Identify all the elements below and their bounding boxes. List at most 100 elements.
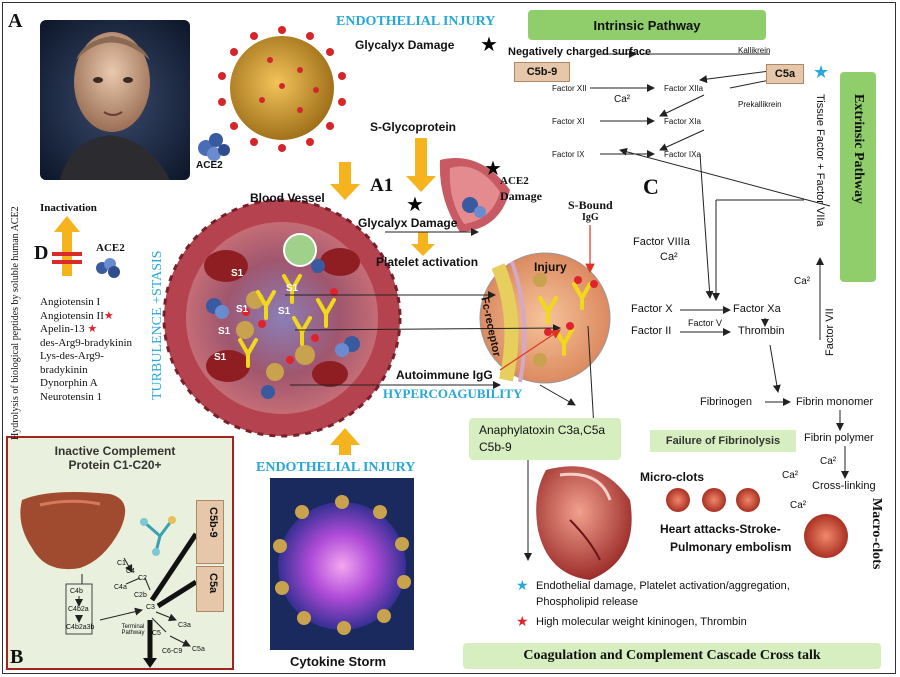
peptide-item: des-Arg9-bradykinin	[40, 336, 133, 349]
orange-arrows	[54, 138, 436, 455]
ace2-protein-icon	[96, 258, 122, 278]
turbulence-stasis-label: TURBULENCE +STASIS	[150, 250, 165, 400]
igg-label: IgG	[582, 212, 599, 223]
s1-label: S1	[231, 268, 244, 279]
factor-ii-label: Factor II	[631, 325, 672, 337]
factor-xia-label: Factor XIa	[664, 117, 701, 126]
ca2-label: Ca²	[614, 94, 631, 105]
heart-attacks-label-1: Heart attacks-Stroke-	[660, 522, 781, 536]
fibrin-polymer-label: Fibrin polymer	[804, 432, 874, 444]
node-c4b2a3b: C4b2a3b	[66, 624, 95, 631]
ca2-label: Ca²	[794, 276, 811, 287]
peptide-item: Dynorphin A	[40, 377, 98, 389]
peptide-item: Lys-des-Arg9-	[40, 350, 104, 362]
legend-red-text: High molecular weight kininogen, Thrombi…	[536, 616, 747, 628]
peptide-item: bradykinin	[40, 363, 88, 376]
tissue-factor-label: Tissue Factor + Factor VIIa	[814, 94, 826, 227]
platelet-activation-label: Platelet activation	[376, 255, 479, 269]
anaphylatoxin-box: Anaphylatoxin C3a,C5a C5b-9	[469, 418, 621, 460]
c5a-box: C5a	[766, 64, 804, 84]
label-d: D	[34, 242, 49, 264]
coronavirus-illustration	[218, 26, 346, 152]
failure-fibrinolysis-box: Failure of Fibrinolysis	[650, 430, 796, 452]
ace2-protein-icon	[198, 133, 230, 161]
hydrolysis-side-text: Hydrolysis of biological peptides by sol…	[10, 206, 21, 440]
node-c4a: C4a	[114, 584, 127, 591]
s1-label: S1	[236, 304, 249, 315]
factor-xa-label: Factor Xa	[733, 303, 781, 315]
c5a-tag: C5a	[196, 566, 224, 612]
macro-clot-illustration	[804, 514, 848, 558]
injury-zoom-illustration	[479, 252, 611, 384]
node-c3a: C3a	[178, 622, 191, 629]
liver-illustration	[20, 492, 126, 570]
endothelial-injury-bottom: ENDOTHELIAL INJURY	[256, 460, 416, 475]
node-terminal-pathway: Terminal Pathway	[121, 624, 145, 636]
legend-blue-text: Endothelial damage, Platelet activation/…	[536, 580, 790, 592]
red-star-icon: ★	[516, 613, 529, 629]
blue-star-icon: ★	[516, 577, 529, 593]
black-star-icon: ★	[480, 34, 498, 56]
legend-blue-text-2: Phospholipid release	[536, 596, 639, 608]
ca2-label: Ca²	[790, 500, 807, 511]
factor-vii-label: Factor VII	[824, 308, 836, 356]
cross-linking-label: Cross-linking	[812, 480, 876, 492]
label-c: C	[643, 174, 659, 199]
prekallikrein-label: Prekallikrein	[738, 100, 782, 109]
node-c6-c9: C6-C9	[162, 648, 183, 655]
red-star-icon: ★	[103, 309, 114, 322]
node-c4b2a: C4b2a	[68, 606, 89, 613]
cross-talk-banner: Coagulation and Complement Cascade Cross…	[463, 643, 881, 669]
node-c3: C3	[146, 604, 155, 611]
factor-v-label: Factor V	[688, 318, 723, 328]
factor-ixa-label: Factor IXa	[664, 150, 701, 159]
complement-molecule-icon	[140, 516, 176, 556]
s-bound-label: S-Bound	[568, 198, 613, 212]
black-star-icon: ★	[484, 158, 502, 180]
autoimmune-igg-label: Autoimmune IgG	[396, 368, 493, 382]
label-a1: A1	[370, 175, 394, 196]
node-c2: C2	[138, 575, 147, 582]
c5b9-tag: C5b-9	[196, 500, 224, 564]
ace2-damage-label-1: ACE2	[500, 175, 529, 187]
micro-clots-label: Micro-clots	[640, 470, 705, 484]
blood-vessel-cross-section	[162, 198, 402, 438]
node-c4: C4	[126, 568, 135, 575]
c5b9-box: C5b-9	[514, 62, 570, 82]
ca2-label: Ca²	[820, 456, 837, 467]
fibrin-monomer-label: Fibrin monomer	[796, 396, 874, 408]
endothelial-injury-top: ENDOTHELIAL INJURY	[336, 14, 496, 29]
label-a: A	[8, 10, 23, 32]
intrinsic-pathway-box: Intrinsic Pathway	[528, 10, 766, 40]
heart-attacks-label-2: Pulmonary embolism	[670, 540, 792, 554]
peptide-item: Neurotensin 1	[40, 390, 103, 403]
black-star-icon: ★	[406, 194, 424, 216]
node-c5: C5	[152, 630, 161, 637]
s1-label: S1	[218, 326, 231, 337]
factor-xii-label: Factor XII	[552, 84, 587, 93]
fibrinogen-label: Fibrinogen	[700, 396, 752, 408]
node-c1: C1	[117, 560, 126, 567]
peptide-item: Apelin-13 ★	[40, 323, 98, 335]
macro-clots-label: Macro-clots	[869, 498, 884, 570]
heart-illustration	[536, 466, 632, 580]
peptide-item: Angiotensin II★	[40, 309, 114, 322]
s1-label: S1	[286, 283, 299, 294]
node-c4b: C4b	[70, 588, 83, 595]
damaged-vessel-icon	[439, 158, 510, 232]
thrombin-label: Thrombin	[738, 325, 785, 337]
ace2-d-label: ACE2	[96, 242, 125, 254]
peptide-item: Angiotensin I	[40, 296, 101, 308]
cytokine-storm-label: Cytokine Storm	[290, 654, 387, 669]
injury-label: Injury	[534, 260, 567, 274]
peptide-list: Angiotensin I Angiotensin II★ Apelin-13 …	[40, 296, 132, 404]
blue-star-icon: ★	[813, 62, 830, 82]
s1-label: S1	[278, 306, 291, 317]
blood-vessel-label: Blood Vessel	[250, 191, 325, 205]
hypercoagubility-label: HYPERCOAGUBILITY	[383, 386, 523, 401]
factor-ix-label: Factor IX	[552, 150, 585, 159]
ca2-label: Ca²	[660, 251, 678, 263]
glycalyx-damage-mid: Glycalyx Damage	[358, 216, 458, 230]
